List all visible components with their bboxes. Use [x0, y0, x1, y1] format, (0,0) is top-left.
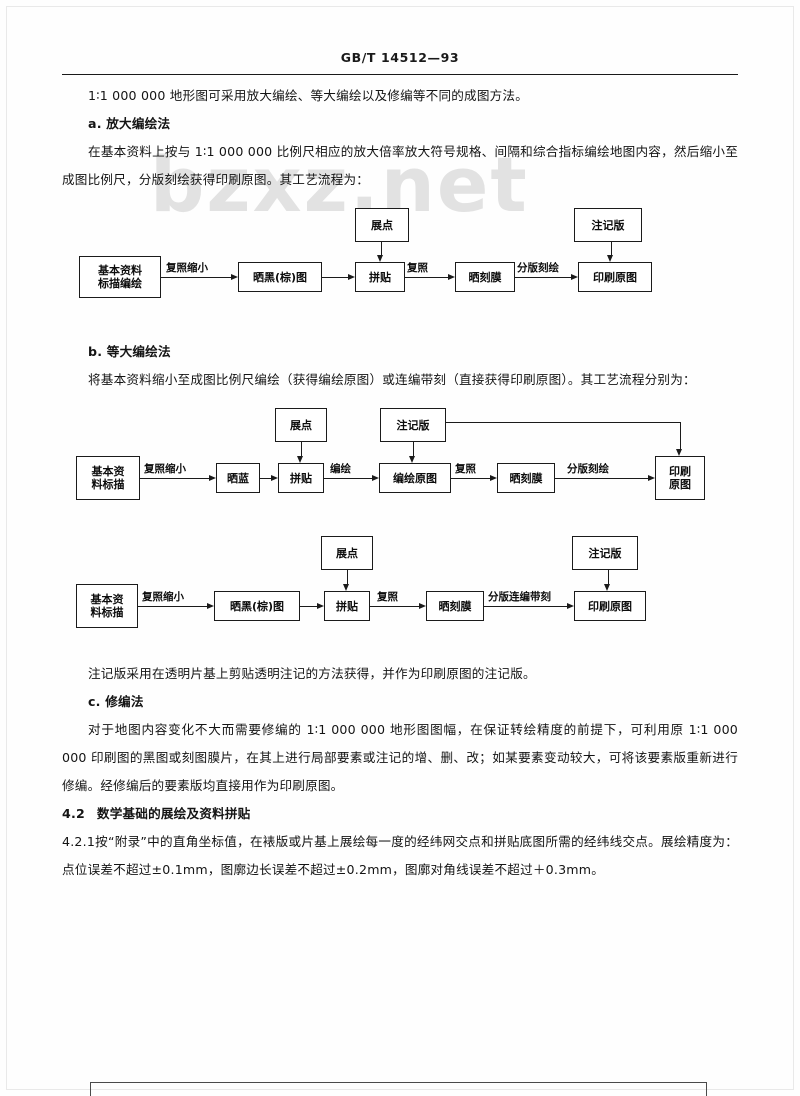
page-content: 1∶1 000 000 地形图可采用放大编绘、等大编绘以及修编等不同的成图方法。… [62, 82, 738, 884]
flow-a-label-rephoto: 复照 [407, 262, 428, 274]
flow-a-box-film: 晒刻膜 [455, 262, 515, 292]
flow-b2-box-mount: 拼贴 [324, 591, 370, 621]
paragraph-intro: 1∶1 000 000 地形图可采用放大编绘、等大编绘以及修编等不同的成图方法。 [88, 88, 529, 103]
section-heading-4-2: 4.2 数学基础的展绘及资料拼贴 [62, 800, 738, 828]
flow-b2-arrow-6 [604, 584, 611, 591]
flow-a-label-reduce: 复照缩小 [166, 262, 208, 274]
paragraph-a: 在基本资料上按与 1∶1 000 000 比例尺相应的放大倍率放大符号规格、间隔… [62, 144, 738, 187]
flow-b1-label-reduce: 复照缩小 [144, 463, 186, 475]
flow-a-arrow-2 [348, 273, 355, 280]
flow-a-arrow-4 [448, 273, 455, 280]
flow-b1-arrow-8 [676, 449, 683, 456]
flowchart-direct-engraving: 展点 注记版 基本资 料标描 晒黑(棕)图 拼贴 晒刻膜 [62, 536, 738, 654]
flow-b2-box-source: 基本资 料标描 [76, 584, 138, 628]
flow-b2-arrow-4 [419, 602, 426, 609]
flow-a-line-2 [322, 277, 348, 278]
flow-b1-box-original: 印刷 原图 [655, 456, 705, 500]
flow-a-box-noteplate: 注记版 [574, 208, 642, 242]
flow-b2-line-2 [300, 606, 317, 607]
flow-b1-box-source: 基本资 料标描 [76, 456, 140, 500]
flow-b2-arrow-2 [317, 602, 324, 609]
flow-a-line-6 [611, 242, 612, 255]
flow-b2-arrow-3 [343, 584, 350, 591]
flow-b1-line-4 [324, 478, 372, 479]
flow-b1-box-film: 晒刻膜 [497, 463, 555, 493]
flow-a-arrow-6 [607, 255, 614, 262]
section-number-4-2: 4.2 [62, 806, 85, 821]
section-number-4-2-1: 4.2.1 [62, 834, 96, 849]
flow-b1-label-compile: 编绘 [330, 463, 351, 475]
flow-a-box-original: 印刷原图 [578, 262, 652, 292]
flow-a-box-blackprint: 晒黑(棕)图 [238, 262, 322, 292]
flow-b1-arrow-5 [409, 456, 416, 463]
flow-a-arrow-3 [377, 255, 384, 262]
flow-b2-arrow-5 [567, 602, 574, 609]
page-header-standard-code: GB/T 14512—93 [340, 50, 460, 65]
flow-b1-box-blueprint: 晒蓝 [216, 463, 260, 493]
flow-b1-line-8 [446, 422, 680, 423]
flow-b2-line-5 [484, 606, 567, 607]
flow-a-line-5 [515, 277, 571, 278]
flow-b1-arrow-6 [490, 474, 497, 481]
flow-a-box-source: 基本资料 标描编绘 [79, 256, 161, 298]
flow-a-label-engrave: 分版刻绘 [517, 262, 559, 274]
flow-b1-box-plotpoints: 展点 [275, 408, 327, 442]
flow-b1-line-5 [413, 442, 414, 456]
flow-b2-label-reduce: 复照缩小 [142, 591, 184, 603]
flow-b2-arrow-1 [207, 602, 214, 609]
paragraph-noteplate: 注记版采用在透明片基上剪贴透明注记的方法获得，并作为印刷原图的注记版。 [88, 666, 536, 681]
flow-a-arrow-1 [231, 273, 238, 280]
flow-b2-line-4 [370, 606, 419, 607]
flow-a-arrow-5 [571, 273, 578, 280]
flow-a-box-plotpoints: 展点 [355, 208, 409, 242]
flow-b1-arrow-2 [271, 474, 278, 481]
flow-b1-box-compiled: 编绘原图 [379, 463, 451, 493]
flow-b1-box-noteplate: 注记版 [380, 408, 446, 442]
flow-b1-arrow-4 [372, 474, 379, 481]
flow-b1-line-1 [140, 478, 209, 479]
flow-b1-line-2 [260, 478, 271, 479]
flow-b2-box-film: 晒刻膜 [426, 591, 484, 621]
flow-b2-box-blackprint: 晒黑(棕)图 [214, 591, 300, 621]
flow-b2-box-plotpoints: 展点 [321, 536, 373, 570]
flow-a-line-3 [381, 242, 382, 255]
section-paragraph-4-2-1: 4.2.1按“附录”中的直角坐标值，在裱版或片基上展绘每一度的经纬网交点和拼贴底… [62, 828, 738, 884]
flow-b2-box-noteplate: 注记版 [572, 536, 638, 570]
flow-b2-line-6 [608, 570, 609, 584]
flow-b1-arrow-3 [297, 456, 304, 463]
list-item-b-heading: b. 等大编绘法 [88, 344, 171, 359]
flow-b2-line-1 [138, 606, 207, 607]
flow-b1-line-6 [451, 478, 490, 479]
footer-table-frame [90, 1082, 707, 1096]
section-title-4-2: 数学基础的展绘及资料拼贴 [96, 806, 251, 821]
flow-a-line-1 [161, 277, 231, 278]
flowchart-equal-compilation: 展点 注记版 基本资 料标描 晒蓝 拼贴 编绘原图 [62, 408, 738, 528]
flow-b1-line-9 [680, 422, 681, 449]
flow-b1-label-engrave: 分版刻绘 [567, 463, 609, 475]
flow-a-box-mount: 拼贴 [355, 262, 405, 292]
section-text-4-2-1: 按“附录”中的直角坐标值，在裱版或片基上展绘每一度的经纬网交点和拼贴底图所需的经… [62, 834, 738, 877]
flow-b1-arrow-7 [648, 474, 655, 481]
header-divider [62, 74, 738, 75]
flow-b1-box-mount: 拼贴 [278, 463, 324, 493]
list-item-a-heading: a. 放大编绘法 [88, 116, 171, 131]
flowchart-enlarged-compilation: 展点 注记版 基本资料 标描编绘 晒黑(棕)图 拼贴 晒刻膜 [62, 208, 738, 328]
flow-b1-line-3 [301, 442, 302, 456]
list-item-c-heading: c. 修编法 [88, 694, 144, 709]
flow-b1-label-rephoto: 复照 [455, 463, 476, 475]
flow-b2-line-3 [347, 570, 348, 584]
flow-b2-label-rephoto: 复照 [377, 591, 398, 603]
paragraph-c: 对于地图内容变化不大而需要修编的 1∶1 000 000 地形图图幅，在保证转绘… [62, 722, 738, 793]
flow-b2-box-original: 印刷原图 [574, 591, 646, 621]
flow-b1-line-7 [555, 478, 648, 479]
flow-b2-label-engrave: 分版连编带刻 [488, 591, 551, 603]
paragraph-b: 将基本资料缩小至成图比例尺编绘（获得编绘原图）或连编带刻（直接获得印刷原图）。其… [88, 372, 696, 387]
watermark-text: bzxz.net [150, 140, 529, 229]
flow-b1-arrow-1 [209, 474, 216, 481]
flow-a-line-4 [405, 277, 448, 278]
